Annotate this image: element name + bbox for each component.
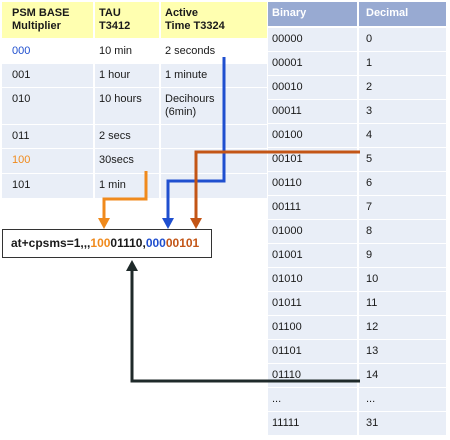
active-time-cell: 1 minute — [165, 69, 208, 81]
decimal-cell: 8 — [366, 225, 373, 237]
decimal-cell: 7 — [366, 201, 373, 213]
binary-cell: 01101 — [272, 345, 302, 357]
tau-cell: 10 min — [99, 45, 133, 57]
command-prefix: at+cpsms=1,,, — [11, 236, 91, 250]
binary-cell: 01000 — [272, 225, 303, 237]
multiplier-cell: 001 — [12, 69, 31, 81]
active-time-cell: 2 seconds — [165, 45, 216, 57]
binary-cell: 01010 — [272, 273, 303, 285]
multiplier-cell: 000 — [12, 45, 31, 57]
active-time-cell — [165, 125, 265, 130]
decimal-cell: 6 — [366, 177, 373, 189]
table-row: 001 1 hour 1 minute — [2, 64, 267, 87]
binary-cell: 01100 — [272, 321, 302, 333]
active-time-cell — [165, 149, 265, 154]
active-time-cell — [165, 174, 265, 179]
decimal-cell: 0 — [366, 33, 373, 45]
binary-cell: 00101 — [272, 153, 303, 165]
binary-cell: 01001 — [272, 249, 303, 261]
header-binary: Binary — [272, 7, 307, 19]
active-time-line: Decihours — [165, 93, 215, 105]
tau-cell: 1 hour — [99, 69, 131, 81]
active-time-cell: Decihours (6min) — [165, 88, 265, 119]
binary-cell: 00001 — [272, 57, 303, 69]
binary-cell: 00010 — [272, 81, 303, 93]
binary-cell: 00111 — [272, 201, 301, 213]
command-multiplier-bits: 100 — [90, 236, 111, 250]
table-row: 011 2 secs — [2, 125, 267, 148]
decimal-cell: 3 — [366, 105, 373, 117]
header-line: Active — [165, 7, 199, 19]
command-tau-bits: 01110, — [110, 236, 146, 250]
header-decimal: Decimal — [366, 7, 409, 19]
column-divider — [93, 2, 95, 198]
binary-cell: 00011 — [272, 105, 302, 117]
multiplier-cell: 101 — [12, 179, 31, 191]
table-row: 100 30secs — [2, 149, 267, 173]
header-tau: TAU T3412 — [99, 2, 159, 33]
decimal-cell: 9 — [366, 249, 373, 261]
binary-cell: 00110 — [272, 177, 302, 189]
header-line: PSM BASE — [12, 7, 70, 19]
binary-cell: 01011 — [272, 297, 302, 309]
binary-cell: 01110 — [272, 369, 301, 381]
at-command-string: at+cpsms=1,,,10001110,00000101 — [2, 229, 212, 258]
decimal-cell: 5 — [366, 153, 373, 165]
decimal-cell: 12 — [366, 321, 379, 333]
decimal-cell: 31 — [366, 417, 379, 429]
column-divider — [159, 2, 161, 198]
multiplier-cell: 100 — [12, 154, 31, 166]
active-time-line: (6min) — [165, 106, 197, 118]
binary-cell: 11111 — [272, 417, 300, 429]
psm-timer-table: PSM BASE Multiplier TAU T3412 Active Tim… — [2, 2, 267, 198]
psm-table-header: PSM BASE Multiplier TAU T3412 Active Tim… — [2, 2, 267, 38]
decimal-cell: 4 — [366, 129, 373, 141]
table-row: 000 10 min 2 seconds — [2, 40, 267, 63]
binary-cell: 00000 — [272, 33, 303, 45]
decimal-cell: 11 — [366, 297, 378, 309]
tau-cell: 10 hours — [99, 93, 142, 105]
header-line: TAU — [99, 7, 121, 19]
header-line: Multiplier — [12, 20, 61, 32]
tau-cell: 1 min — [99, 179, 126, 191]
decimal-cell: 2 — [366, 81, 373, 93]
command-active-value-bits: 00101 — [165, 236, 200, 250]
header-psm-base-multiplier: PSM BASE Multiplier — [12, 2, 92, 33]
tau-cell: 30secs — [99, 154, 134, 166]
multiplier-cell: 010 — [12, 93, 31, 105]
decimal-cell: 1 — [366, 57, 373, 69]
header-line: Time T3324 — [165, 20, 225, 32]
multiplier-cell: 011 — [12, 130, 30, 142]
table-row: 010 10 hours Decihours (6min) — [2, 88, 267, 124]
column-divider — [357, 2, 359, 436]
command-active-multiplier-bits: 000 — [145, 236, 166, 250]
decimal-cell: 13 — [366, 345, 379, 357]
decimal-cell: 10 — [366, 273, 379, 285]
table-row: 101 1 min — [2, 174, 267, 198]
header-line: T3412 — [99, 20, 131, 32]
tau-cell: 2 secs — [99, 130, 131, 142]
binary-cell: ... — [272, 393, 282, 405]
binary-cell: 00100 — [272, 129, 303, 141]
decimal-cell: ... — [366, 393, 376, 405]
header-active-time: Active Time T3324 — [165, 2, 265, 33]
decimal-cell: 14 — [366, 369, 379, 381]
